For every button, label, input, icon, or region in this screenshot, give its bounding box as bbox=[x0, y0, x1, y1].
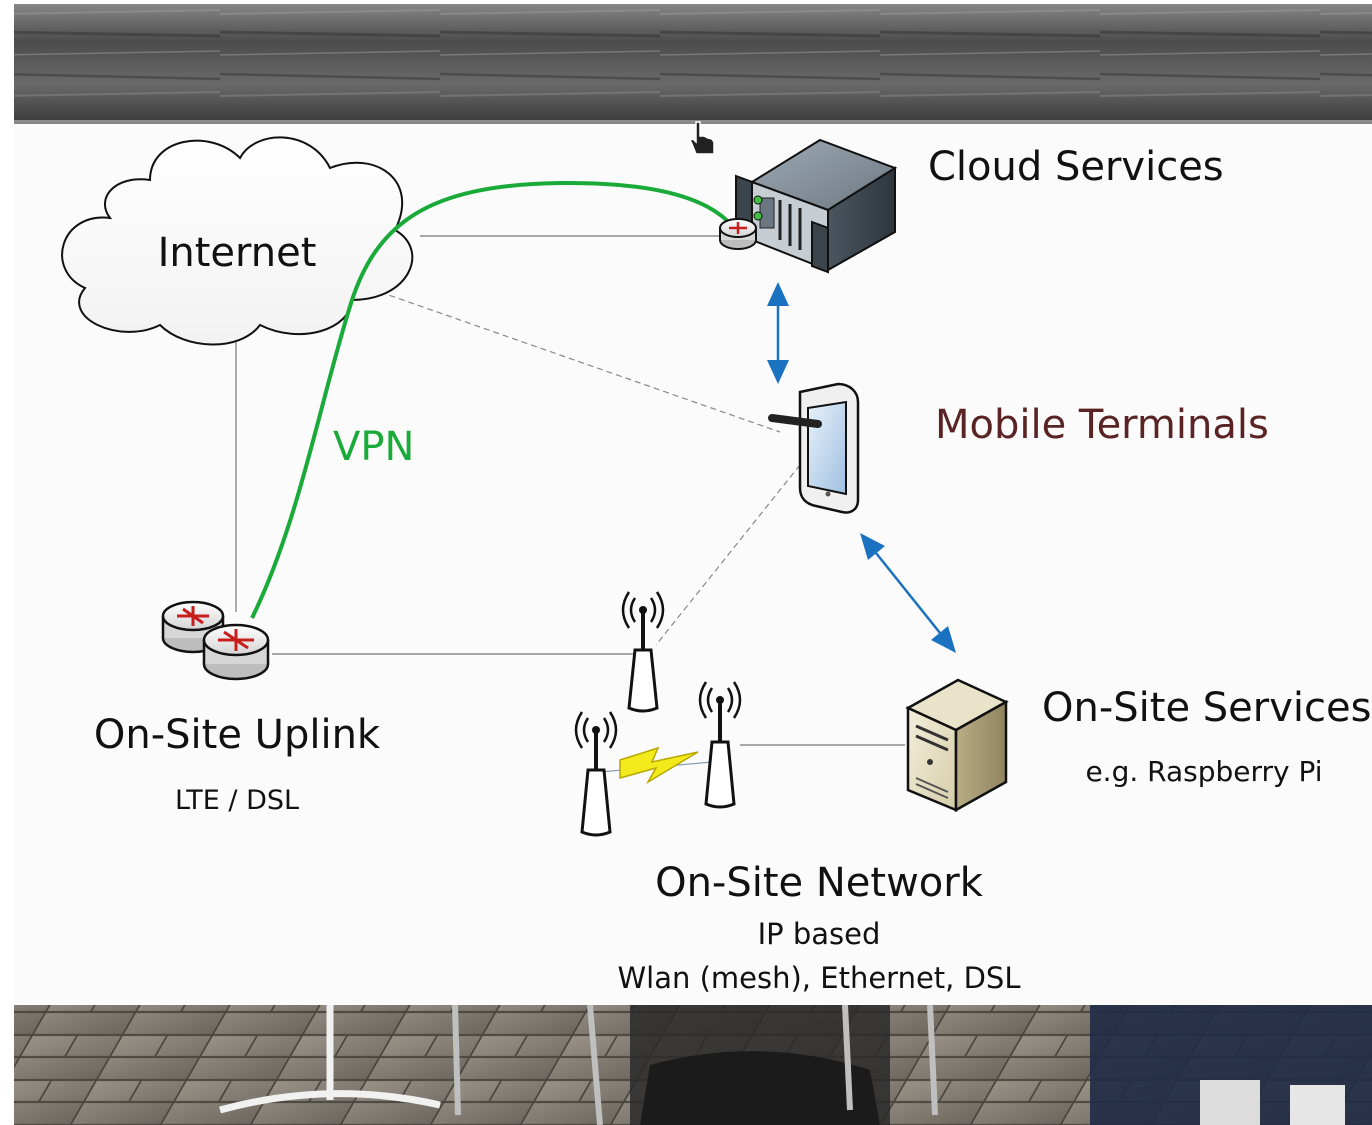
onsite-network-label: On-Site Network bbox=[655, 860, 984, 906]
lightning-icon bbox=[619, 746, 699, 785]
top-photo-strip bbox=[0, 0, 1372, 125]
hand-cursor-icon bbox=[688, 121, 715, 155]
internet-label: Internet bbox=[158, 230, 317, 276]
server-rack-icon bbox=[735, 138, 898, 274]
cloud-services-label: Cloud Services bbox=[928, 144, 1224, 190]
desktop-tower-icon bbox=[905, 678, 1009, 813]
onsite-services-sublabel: e.g. Raspberry Pi bbox=[1085, 755, 1322, 788]
onsite-network-sublabel-1: IP based bbox=[758, 917, 881, 951]
vpn-tunnel bbox=[250, 180, 734, 619]
onsite-network-sublabel-2: Wlan (mesh), Ethernet, DSL bbox=[618, 961, 1021, 995]
cloud-icon bbox=[61, 136, 414, 346]
onsite-uplink-label: On-Site Uplink bbox=[94, 712, 381, 758]
dashed-internet-tablet bbox=[379, 291, 781, 433]
wifi-antenna-icon bbox=[574, 711, 618, 837]
router-icon bbox=[202, 623, 270, 681]
mobile-terminals-label: Mobile Terminals bbox=[935, 402, 1269, 448]
dashed-tablet-antenna bbox=[655, 464, 801, 646]
router-icon bbox=[719, 218, 757, 250]
wifi-antenna-icon bbox=[698, 681, 742, 809]
tablet-icon bbox=[768, 382, 860, 514]
arrow-tablet-services bbox=[860, 533, 956, 653]
onsite-services-label: On-Site Services bbox=[1042, 685, 1371, 731]
onsite-uplink-sublabel: LTE / DSL bbox=[175, 785, 299, 816]
arrow-cloud-tablet bbox=[767, 282, 789, 384]
vpn-label: VPN bbox=[333, 424, 414, 470]
bottom-photo-strip bbox=[0, 1003, 1372, 1125]
connections bbox=[235, 235, 905, 773]
wifi-antenna-icon bbox=[621, 591, 665, 713]
